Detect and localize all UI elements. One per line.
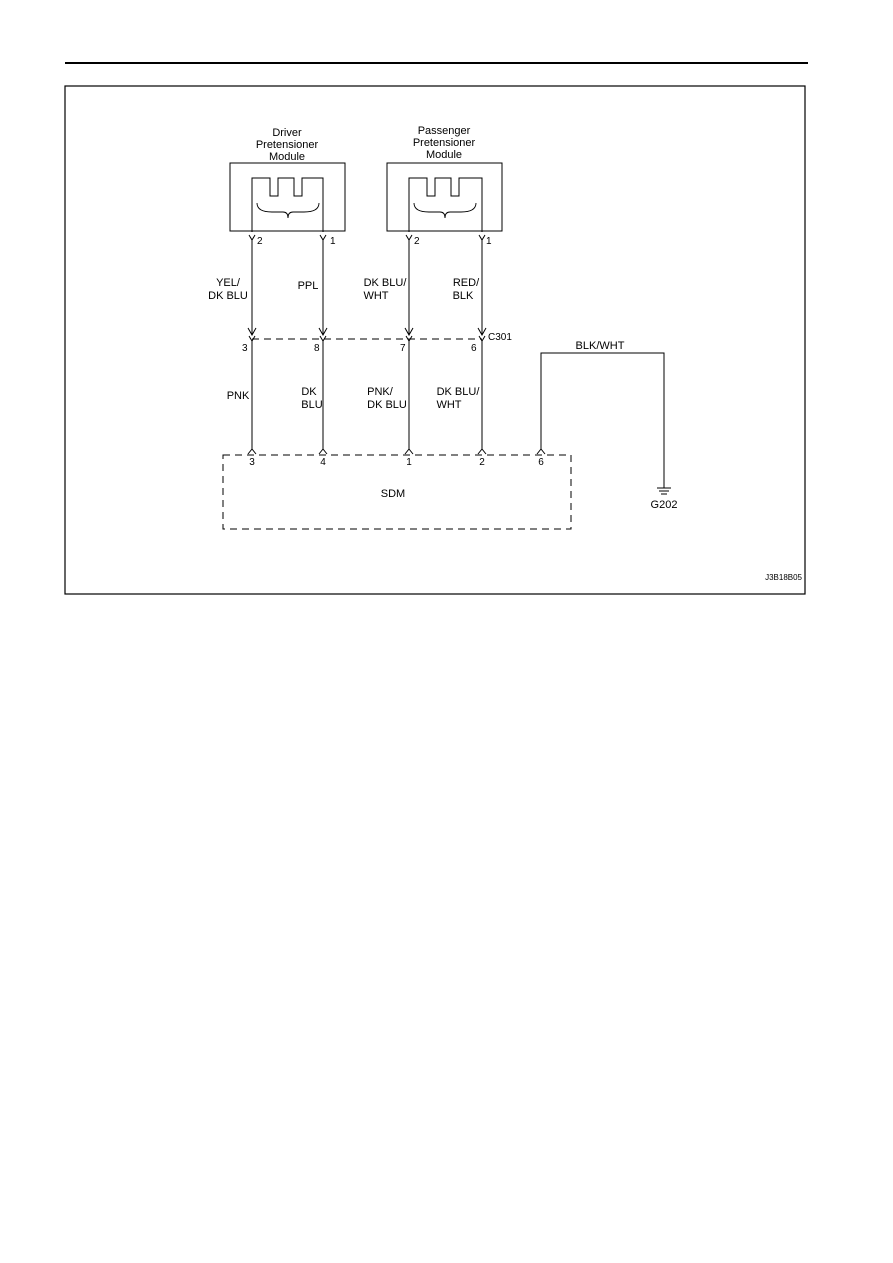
sdm-pin-3-label: 3 (249, 457, 255, 468)
sdm-module: 3 4 1 2 6 SDM (222, 454, 572, 530)
passenger-module-name-line-2: Pretensioner (413, 137, 476, 149)
sdm-pin-2-label: 2 (479, 457, 485, 468)
connector-c301: C301 3 8 7 6 (242, 332, 512, 354)
driver-module-box (229, 162, 346, 232)
passenger-squib-element (408, 177, 483, 232)
sdm-pin-1-label: 1 (406, 457, 412, 468)
sdm-pin-6-label: 6 (538, 457, 544, 468)
sdm-label: SDM (381, 488, 405, 500)
wire-dkblu-wht-lower-line-1: DK BLU/ (437, 386, 481, 398)
passenger-pretensioner-module: Passenger Pretensioner Module (386, 125, 503, 232)
wire-blk-wht: BLK/WHT (576, 340, 625, 352)
ground-symbol-icon (657, 487, 671, 495)
driver-module-name-line-2: Pretensioner (256, 139, 319, 151)
c301-pin-3-label: 3 (242, 343, 248, 354)
c301-pin-7-label: 7 (400, 343, 406, 354)
wire-dkblu-wht-upper-line-2: WHT (363, 290, 388, 302)
wire-ppl: PPL (298, 280, 319, 292)
c301-label: C301 (488, 332, 512, 343)
wire-dk-blu-line-2: BLU (301, 399, 322, 411)
driver-pin-1-label: 1 (330, 236, 336, 247)
wire-yel-dkblu-line-2: DK BLU (208, 290, 248, 302)
passenger-squib-brace (413, 202, 477, 219)
sdm-pin-4-label: 4 (320, 457, 326, 468)
wire-dkblu-wht-upper-line-1: DK BLU/ (364, 277, 408, 289)
wire-pnk-dkblu-line-1: PNK/ (367, 386, 394, 398)
driver-module-name-line-1: Driver (272, 127, 302, 139)
wire-pnk: PNK (227, 390, 250, 402)
wire-yel-dkblu-line-1: YEL/ (216, 277, 241, 289)
driver-module-name-line-3: Module (269, 151, 305, 163)
passenger-module-name-line-1: Passenger (418, 125, 471, 137)
wire-red-blk-line-2: BLK (453, 290, 474, 302)
c301-pin-8-label: 8 (314, 343, 320, 354)
passenger-module-name-line-3: Module (426, 149, 462, 161)
driver-pin-2-label: 2 (257, 236, 263, 247)
wire-pnk-dkblu-line-2: DK BLU (367, 399, 407, 411)
passenger-module-box (386, 162, 503, 232)
wire-dk-blu-line-1: DK (301, 386, 317, 398)
passenger-pin-1-label: 1 (486, 236, 492, 247)
driver-pretensioner-module: Driver Pretensioner Module (229, 127, 346, 232)
wire-red-blk-line-1: RED/ (453, 277, 480, 289)
passenger-pin-2-label: 2 (414, 236, 420, 247)
figure-frame (64, 85, 806, 595)
wire-dkblu-wht-lower-line-2: WHT (436, 399, 461, 411)
driver-squib-brace (256, 202, 320, 219)
lower-wires (247, 341, 665, 488)
figure-id: J3B18B05 (765, 573, 802, 582)
driver-squib-element (251, 177, 324, 232)
c301-pin-6-label: 6 (471, 343, 477, 354)
sdm-box (222, 454, 572, 530)
upper-wires (247, 234, 487, 337)
ground-g202-label: G202 (651, 499, 678, 511)
